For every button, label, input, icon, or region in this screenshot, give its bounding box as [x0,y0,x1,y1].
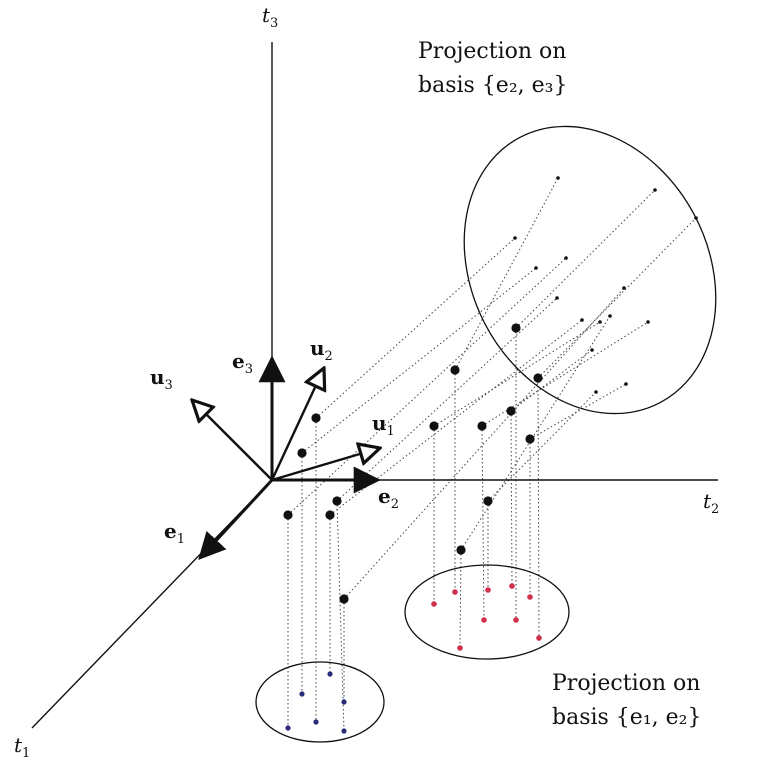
projected-point-red [509,583,515,589]
projected-point [624,382,628,386]
projection-line [529,383,627,440]
u-vectors [192,368,380,482]
projected-point [556,176,560,180]
projection-ellipses [255,125,717,743]
projected-point [580,318,584,322]
projection-line [515,189,656,329]
data-point [483,496,493,506]
label-u3: u3 [150,365,173,393]
projection-line [487,391,597,502]
data-point [533,373,543,383]
data-point [283,510,293,520]
ellipse-e1-e2-left [255,661,385,743]
data-point [511,323,521,333]
drop-line [537,377,540,639]
projection-line [329,319,583,516]
projected-point [653,188,657,192]
projected-point [608,314,612,318]
basis-vectors [198,355,381,560]
vector-e1 [198,478,274,560]
projected-point-red [485,587,491,593]
caption-bottom-line1: Projection on [552,671,700,696]
projected-point [598,320,602,324]
data-point [477,421,487,431]
drop-line [510,410,513,587]
projection-lines [287,177,697,732]
projection-line [336,297,558,502]
label-e2: e2 [378,484,399,512]
ellipse-e2-e3 [463,125,717,415]
projected-point [534,266,538,270]
data-point [525,434,535,444]
projected-points-e2-e3 [513,176,698,394]
projected-points-blue [285,671,347,734]
projected-point [555,296,559,300]
projected-point-blue [299,691,305,697]
label-u2: u2 [310,336,333,364]
projection-line [537,217,697,379]
drop-line [336,500,345,732]
vector-u1 [271,448,380,482]
label-t3: t3 [262,3,278,31]
projection-line [343,287,625,600]
drop-line [481,425,485,621]
drop-line [459,549,462,649]
data-point [339,594,349,604]
projection-line [433,321,601,427]
data-point [297,448,307,458]
label-t2: t2 [703,489,719,517]
projected-point-red [536,635,542,641]
data-point [429,421,439,431]
axes [31,42,718,729]
projected-points-red [431,583,542,651]
projected-point-blue [327,671,333,677]
data-point [506,406,516,416]
data-points [283,323,543,604]
projected-point [594,390,598,394]
projection-line [315,237,516,419]
projected-point-red [527,594,533,600]
projected-point-red [431,601,437,607]
vector-u2 [270,368,324,481]
caption-bottom-line2: basis {e₁, e₂} [552,705,701,730]
projected-point-red [481,617,487,623]
label-e1: e1 [164,519,185,547]
caption-top-line2: basis {e₂, e₃} [418,73,567,98]
vector-u3 [192,400,273,481]
projected-point-blue [341,699,347,705]
projected-point-red [513,617,519,623]
ellipse-e1-e2-right [404,564,570,660]
projected-point [590,348,594,352]
projection-line [454,177,559,371]
label-t1: t1 [14,733,30,761]
projected-point [646,320,650,324]
data-point [325,510,335,520]
projection-line [301,267,537,454]
projected-point [513,236,517,240]
projected-point-blue [313,719,319,725]
projected-point-blue [285,725,291,731]
projected-point-red [452,589,458,595]
projection-line [510,349,593,412]
label-u1: u1 [372,411,395,439]
caption-top-line1: Projection on [418,39,566,64]
projected-point [564,256,568,260]
label-e3: e3 [232,349,253,377]
projected-point-red [457,645,463,651]
data-point [456,545,466,555]
projected-point [694,216,698,220]
projected-point [622,286,626,290]
projected-point-blue [341,728,347,734]
data-point [311,413,321,423]
projection-line [287,257,567,516]
data-point [450,365,460,375]
data-point [332,496,342,506]
